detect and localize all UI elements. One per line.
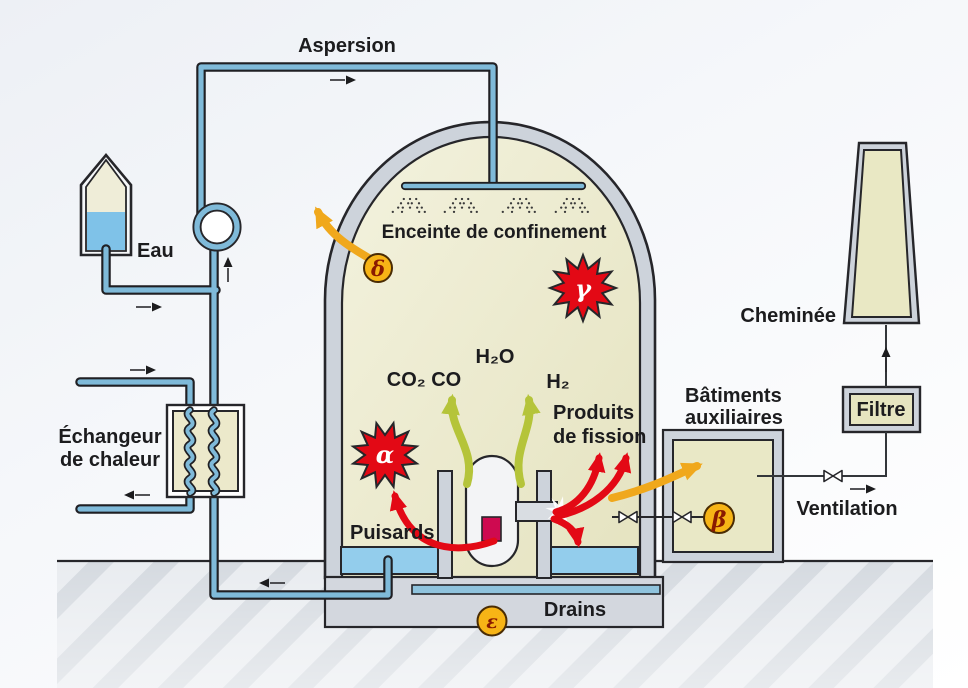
gamma-glyph: γ [575,274,592,303]
reactor-core [481,516,502,542]
flow-arrow-icon [881,347,891,372]
beta-badge [703,502,735,534]
chimney [842,141,921,325]
pit-wall-right [536,470,552,579]
flow-arrow-icon [330,75,356,85]
label-filter: Filtre [857,399,906,421]
label-drains: Drains [544,599,606,621]
valve-icon [618,510,638,524]
label-h2: H₂ [546,371,569,393]
gas-arrow-left [441,393,473,488]
tank-water [87,212,125,250]
fission-arrow-down [550,515,585,548]
alpha-glyph: α [376,440,394,469]
label-aspersion: Aspersion [298,35,396,57]
labels: Aspersion Eau Échangeur de chaleur Encei… [58,35,905,621]
flow-arrow-icon [850,484,876,494]
label-co2-co: CO₂ CO [387,369,461,391]
pump [192,202,242,252]
label-fission-2: de fission [553,426,646,448]
flow-arrow-icon [130,365,156,375]
heat-exchanger [165,403,246,499]
label-fission-1: Produits [553,402,634,424]
label-aux-2: auxiliaires [685,407,783,429]
pit-wall-left [437,470,453,579]
flow-arrow-icon [124,490,150,500]
label-eau: Eau [137,240,174,262]
fission-arrow-up2 [554,452,632,520]
flow-arrow-icons [124,75,891,588]
label-heat-exchanger-2: de chaleur [60,449,160,471]
fission-arrow-to-sump [389,490,498,552]
beta-glyph: β [711,507,727,533]
label-aux-1: Bâtiments [685,385,782,407]
label-h2o: H₂O [476,346,515,368]
delta-glyph: δ [370,256,385,281]
epsilon-badge [476,605,508,637]
valve-icons [618,469,843,524]
label-chimney: Cheminée [740,305,836,327]
drain-pipe [411,584,661,595]
leak-arrow-building [608,462,703,502]
fission-arrow-up1 [552,452,606,516]
flow-arrow-icon [259,578,285,588]
alpha-burst-icon [350,420,420,490]
valve-icon [672,510,692,524]
gas-arrow-right [514,393,541,488]
gamma-burst-icon [547,252,619,324]
release-arrows [314,206,703,552]
radiation-bursts: γ α [350,252,619,490]
epsilon-glyph: ε [486,611,498,633]
flow-arrow-icon [136,302,162,312]
filter-box [841,385,922,434]
sump-right [550,546,639,575]
label-heat-exchanger-1: Échangeur [58,425,162,448]
flow-arrow-icon [223,257,233,282]
valve-icon [823,469,843,483]
aux-building [661,428,785,564]
delta-badge [363,253,393,283]
leak-badges: δ β ε [363,253,735,637]
label-ventilation: Ventilation [796,498,897,520]
label-containment: Enceinte de confinement [382,222,608,243]
spray-mist [391,197,589,214]
water-tank [79,152,133,257]
label-sumps: Puisards [350,522,434,544]
